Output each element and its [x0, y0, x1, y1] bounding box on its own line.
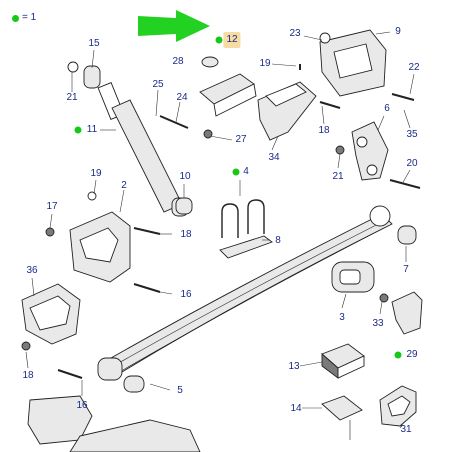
callout-16[interactable]: 16 [180, 289, 192, 300]
green-dot-marker [232, 168, 240, 176]
callout-13[interactable]: 13 [288, 361, 300, 372]
bracket-34-part [257, 81, 317, 141]
callout-36[interactable]: 36 [26, 265, 38, 276]
callout-29[interactable]: 29 [406, 349, 418, 360]
callout-35[interactable]: 35 [406, 129, 418, 140]
callout-7[interactable]: 7 [403, 264, 409, 275]
u-bolts-4-part [219, 199, 273, 259]
green-dot-marker [215, 36, 223, 44]
callout-12[interactable]: 12 [223, 32, 241, 48]
callout-8[interactable]: 8 [275, 235, 281, 246]
callout-27[interactable]: 27 [235, 134, 247, 145]
mount-bracket-12-part [199, 56, 257, 117]
legend: = 1 [12, 12, 36, 24]
callout-34[interactable]: 34 [268, 152, 280, 163]
callout-19[interactable]: 19 [90, 168, 102, 179]
callout-23[interactable]: 23 [289, 28, 301, 39]
callout-6[interactable]: 6 [384, 103, 390, 114]
callout-14[interactable]: 14 [290, 403, 302, 414]
leader-lines [25, 31, 415, 429]
callout-2[interactable]: 2 [121, 180, 127, 191]
shock-absorber-part [67, 61, 189, 217]
callout-16[interactable]: 16 [76, 400, 88, 411]
callout-17[interactable]: 17 [46, 201, 58, 212]
callout-21[interactable]: 21 [332, 171, 344, 182]
callout-4[interactable]: 4 [243, 166, 249, 177]
callout-20[interactable]: 20 [406, 158, 418, 169]
plate-14-part [321, 395, 363, 440]
callout-5[interactable]: 5 [177, 385, 183, 396]
callout-18[interactable]: 18 [22, 370, 34, 381]
callout-21[interactable]: 21 [66, 92, 78, 103]
callout-11[interactable]: 11 [86, 124, 98, 135]
callout-9[interactable]: 9 [395, 26, 401, 37]
callout-22[interactable]: 22 [408, 62, 420, 73]
bracket-36-part [21, 283, 81, 345]
bump-stop-3-part [331, 261, 375, 293]
hanger-bracket-9-part [319, 29, 387, 97]
callout-18[interactable]: 18 [180, 229, 192, 240]
highlight-arrow-icon [138, 10, 210, 42]
callout-25[interactable]: 25 [152, 79, 164, 90]
green-dot-marker [394, 351, 402, 359]
leaf-spring-part [97, 205, 393, 381]
pad-13-part [321, 343, 365, 379]
callout-19[interactable]: 19 [259, 58, 271, 69]
callout-31[interactable]: 31 [400, 424, 412, 435]
axle-housing-part [27, 395, 201, 452]
callout-28[interactable]: 28 [172, 56, 184, 67]
shackle-6-part [351, 121, 389, 181]
legend-text: = 1 [22, 12, 37, 23]
fasteners-part [21, 64, 421, 379]
bracket-29-part [391, 291, 423, 335]
bracket-31-part [379, 385, 417, 427]
green-dot-marker [74, 126, 82, 134]
callout-33[interactable]: 33 [372, 318, 384, 329]
legend-green-dot-icon [12, 14, 19, 22]
callout-10[interactable]: 10 [179, 171, 191, 182]
callout-15[interactable]: 15 [88, 38, 100, 49]
callout-18[interactable]: 18 [318, 125, 330, 136]
callout-3[interactable]: 3 [339, 312, 345, 323]
front-hanger-2-part [69, 191, 131, 283]
callout-24[interactable]: 24 [176, 92, 188, 103]
